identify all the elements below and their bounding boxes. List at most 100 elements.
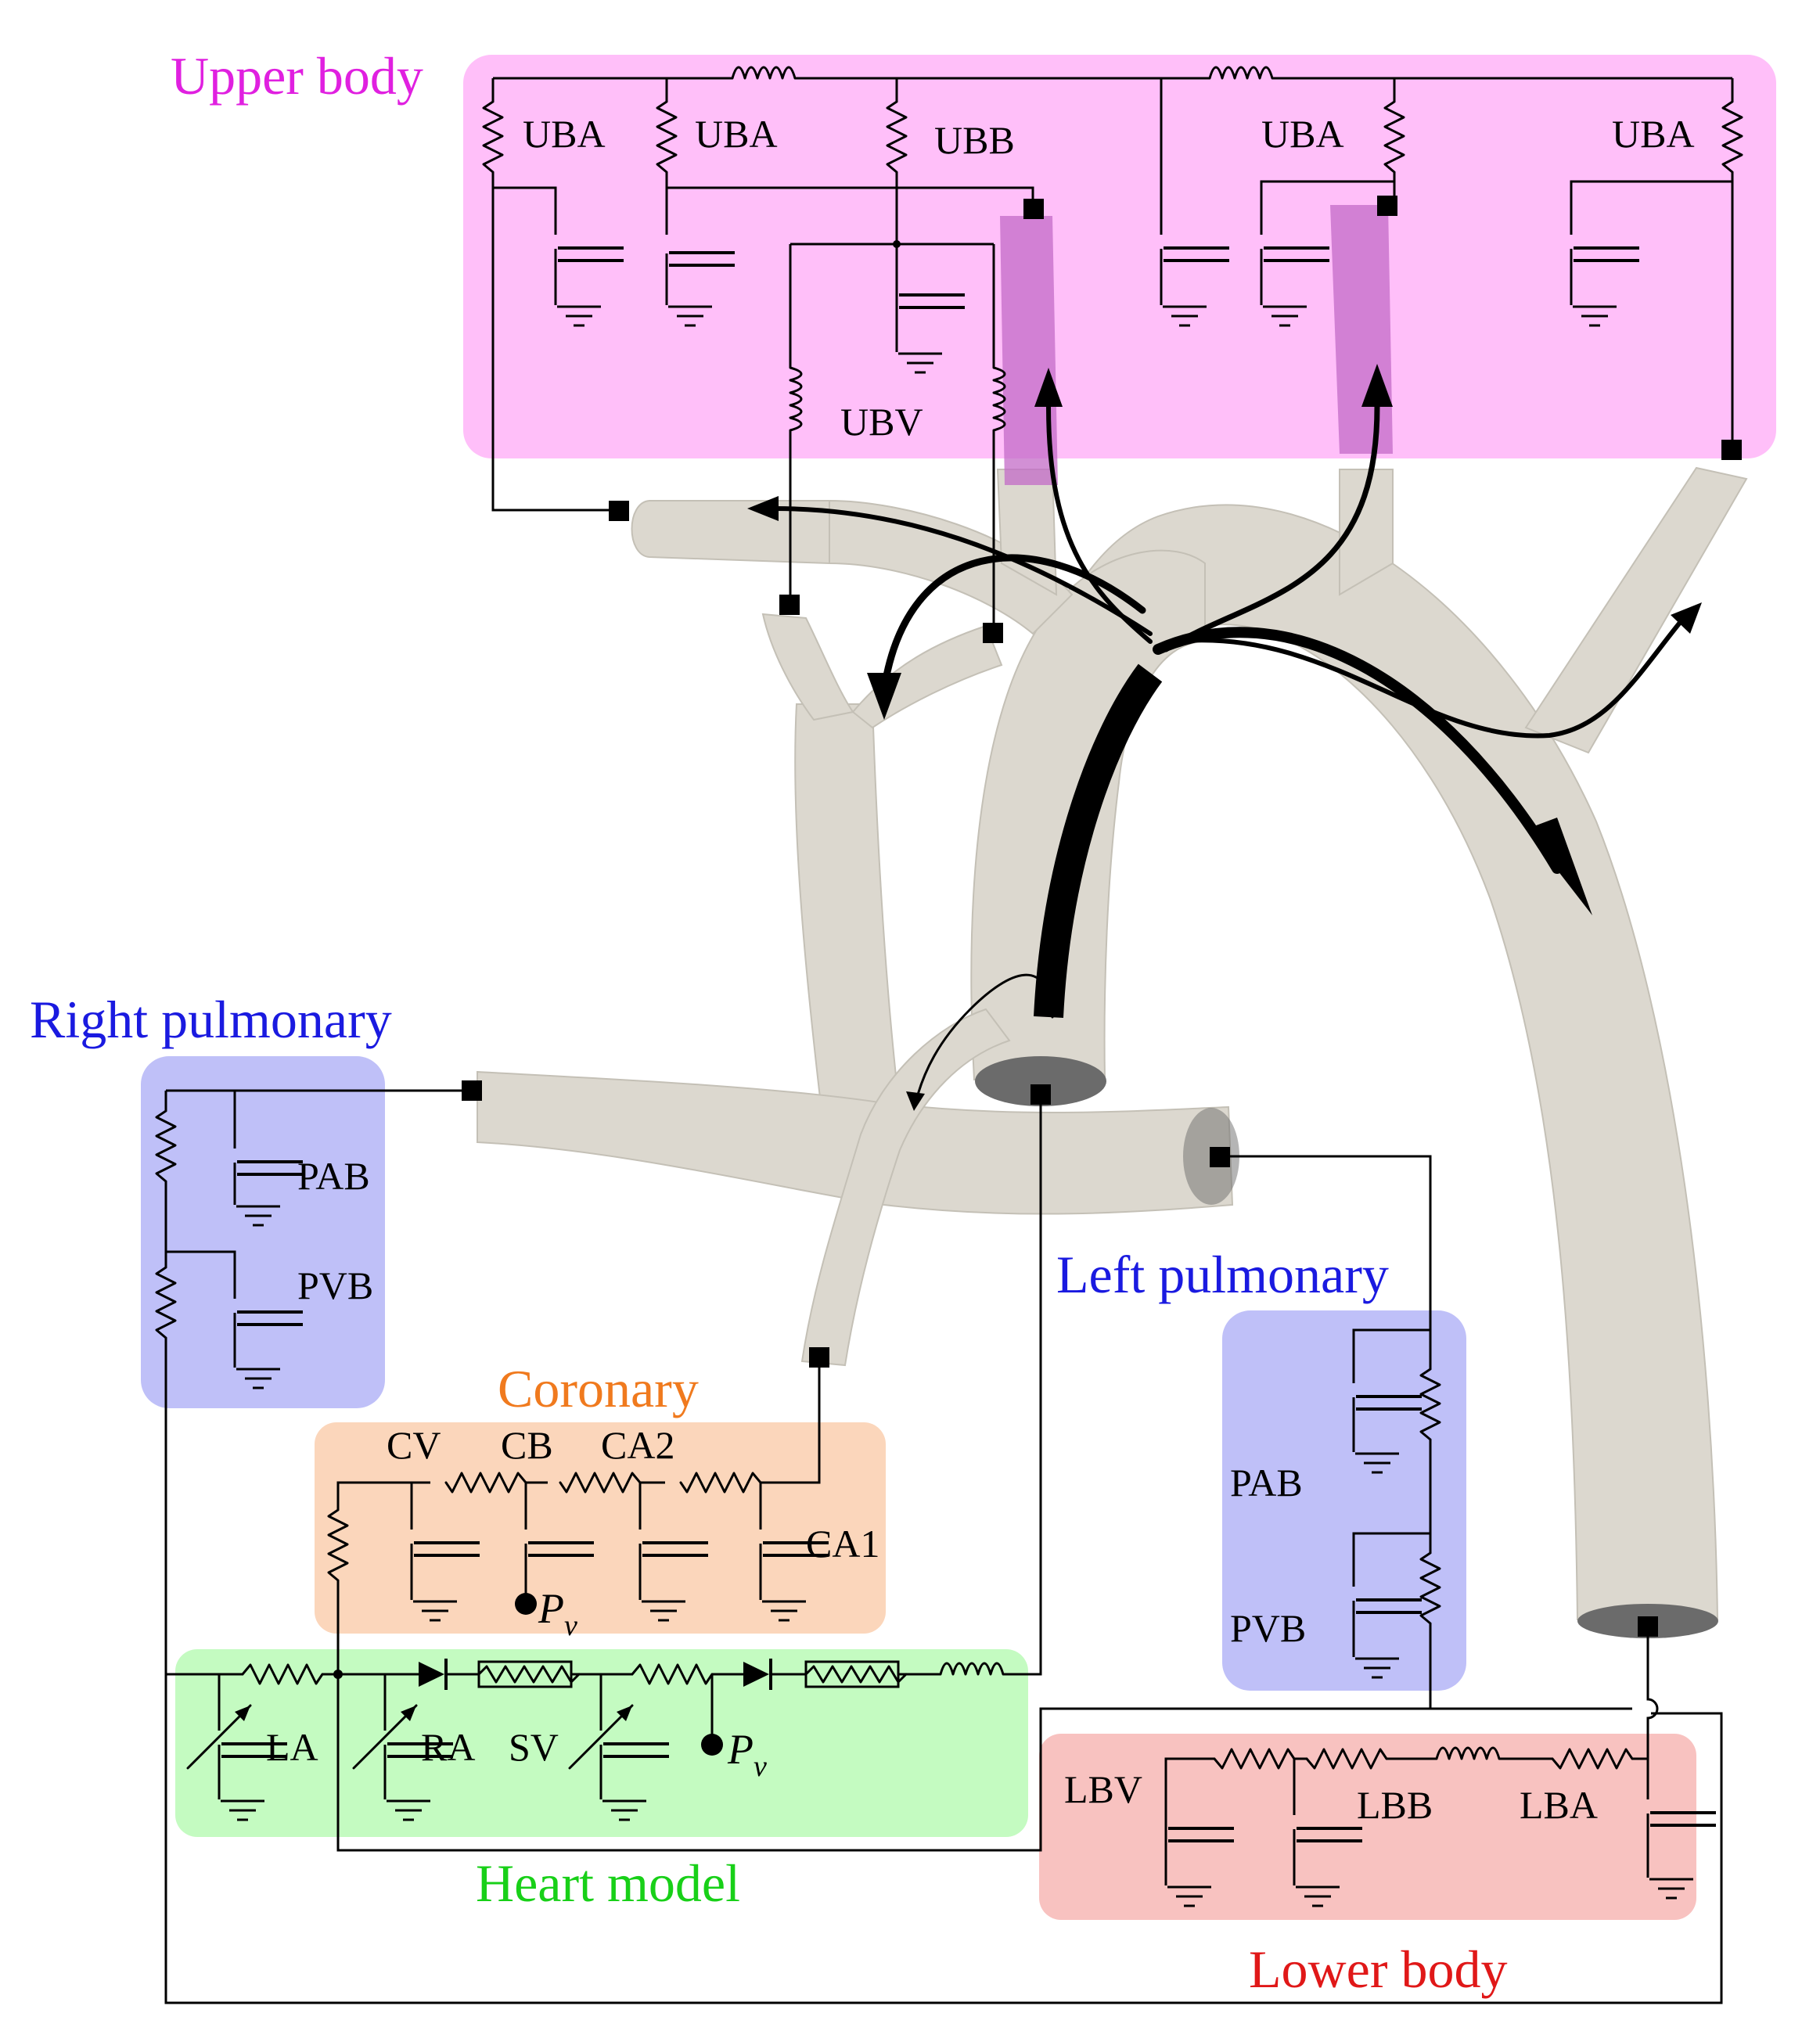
ubb-resistor (886, 100, 908, 174)
uba-label-2: UBA (695, 112, 778, 156)
lbv-resistor (1213, 1748, 1296, 1770)
flow-arrows (747, 364, 1702, 1111)
pv-node-coronary (515, 1593, 537, 1615)
ca1-label: CA1 (806, 1522, 879, 1565)
pvb-label-left: PVB (1230, 1606, 1306, 1650)
sv-label: SV (509, 1725, 559, 1769)
uba-resistor-4 (1721, 100, 1743, 174)
left-pulmonary-title: Left pulmonary (1056, 1245, 1389, 1304)
right-subclavian-branch (631, 500, 830, 565)
ubv-inductor-left (789, 366, 803, 432)
ca2-label: CA2 (601, 1423, 674, 1467)
aortic-inductor (939, 1662, 1005, 1676)
coronary-flow (914, 973, 1054, 1105)
pab-label-left: PAB (1230, 1461, 1303, 1504)
pv-label-heart: Pv (727, 1726, 767, 1783)
ca2-resistor (679, 1472, 762, 1494)
pab-resistor-left (1419, 1368, 1441, 1441)
region-titles: Upper body Right pulmonary Left pulmonar… (30, 46, 1507, 1999)
terminal-right-subclavian (609, 501, 629, 521)
lower-body-circuit: LBV LBB LBA (1064, 1616, 1717, 1907)
right-subclavian-flow (772, 506, 1153, 636)
cv-label: CV (387, 1423, 441, 1467)
pvb-resistor-right (155, 1266, 177, 1339)
uba-resistor-2 (656, 100, 678, 174)
uba-label-1: UBA (523, 112, 606, 156)
left-pulmonary-circuit: PAB PVB (1210, 1147, 1632, 1710)
right-pulmonary-region (141, 1056, 385, 1408)
pulmonary-artery-trunk (477, 1070, 1234, 1215)
left-pulmonary-region (1222, 1310, 1466, 1691)
aortic-diode (743, 1662, 769, 1687)
left-carotid-overlay (1330, 205, 1393, 454)
terminal-left-subclavian (1721, 440, 1742, 460)
pv-node-heart (701, 1734, 723, 1756)
lower-body-title: Lower body (1249, 1939, 1507, 1999)
heart-model-title: Heart model (476, 1853, 740, 1913)
right-carotid-overlay (1000, 216, 1058, 485)
terminal-right-pulmonary (462, 1080, 482, 1101)
left-subclavian-arrowhead (1671, 602, 1702, 634)
main-aortic-jet (1034, 663, 1163, 1018)
left-carotid-arrowhead (1361, 364, 1393, 407)
right-pulmonary-circuit: PAB PVB (155, 1080, 1723, 2004)
pvb-label-right: PVB (297, 1264, 373, 1307)
pvb-resistor-left (1419, 1551, 1441, 1625)
right-pulmonary-title: Right pulmonary (30, 990, 392, 1049)
uba-resistor-3 (1383, 100, 1405, 174)
left-carotid-flow (1163, 404, 1380, 652)
svc-vessel (794, 703, 901, 1112)
svc-return-arrowhead (867, 673, 901, 720)
pv-label-coronary: Pv (538, 1585, 577, 1642)
descending-arrowhead (1526, 818, 1592, 915)
cv-resistor (444, 1472, 527, 1494)
aortic-root-outlet (975, 1056, 1106, 1106)
pab-resistor-right (155, 1109, 177, 1183)
terminal-svc-right (983, 623, 1003, 643)
svc-left-fork (761, 613, 854, 721)
terminal-descending-aorta (1638, 1616, 1658, 1637)
lbv-label: LBV (1064, 1767, 1142, 1811)
sv-resistor (631, 1663, 714, 1685)
uba-label-3: UBA (1261, 112, 1344, 156)
lbb-label: LBB (1357, 1783, 1433, 1827)
la-label: LA (266, 1725, 318, 1769)
coronary-region (315, 1422, 886, 1634)
right-carotid-arrowhead (1034, 368, 1063, 407)
ubb-label: UBB (934, 118, 1015, 162)
uba-resistor-1 (482, 100, 504, 174)
pab-label-right: PAB (297, 1154, 370, 1198)
terminal-coronary (809, 1347, 829, 1368)
lower-body-region (1039, 1734, 1696, 1920)
right-subclavian-arrowhead (747, 496, 779, 521)
la-resistor (241, 1663, 324, 1685)
upper-body-region (463, 55, 1776, 458)
upper-inductor-1 (731, 66, 797, 80)
upper-inductor-2 (1208, 66, 1274, 80)
left-subclavian-branch (1524, 466, 1748, 754)
coronary-artery-vessel (800, 1008, 1011, 1367)
lbb-resistor (1305, 1748, 1388, 1770)
coronary-vein-resistor (327, 1508, 349, 1582)
terminal-left-carotid (1377, 196, 1397, 216)
ubv-inductor-right (992, 366, 1006, 432)
terminal-aortic-root (1030, 1084, 1051, 1105)
tricuspid-diode (419, 1662, 444, 1687)
cb-label: CB (501, 1423, 553, 1467)
ra-label: RA (421, 1725, 475, 1769)
coronary-arrowhead (906, 1091, 925, 1111)
vessel-model (477, 205, 1748, 1638)
heart-model-region (175, 1649, 1028, 1837)
svc-return-flow (880, 554, 1146, 692)
upper-body-circuit: UBA UBA UBB UBA UBA UBV (482, 66, 1743, 643)
lba-resistor (1551, 1748, 1634, 1770)
cb-resistor (559, 1472, 642, 1494)
left-subclavian-flow (1171, 608, 1692, 739)
ubv-label: UBV (840, 400, 923, 444)
lba-label: LBA (1520, 1783, 1598, 1827)
upper-body-title: Upper body (171, 46, 423, 106)
descending-flow-arrow (1153, 627, 1563, 874)
heart-model-circuit: LA RA SV Pv (166, 1084, 1430, 1852)
terminal-svc-left (779, 595, 800, 615)
